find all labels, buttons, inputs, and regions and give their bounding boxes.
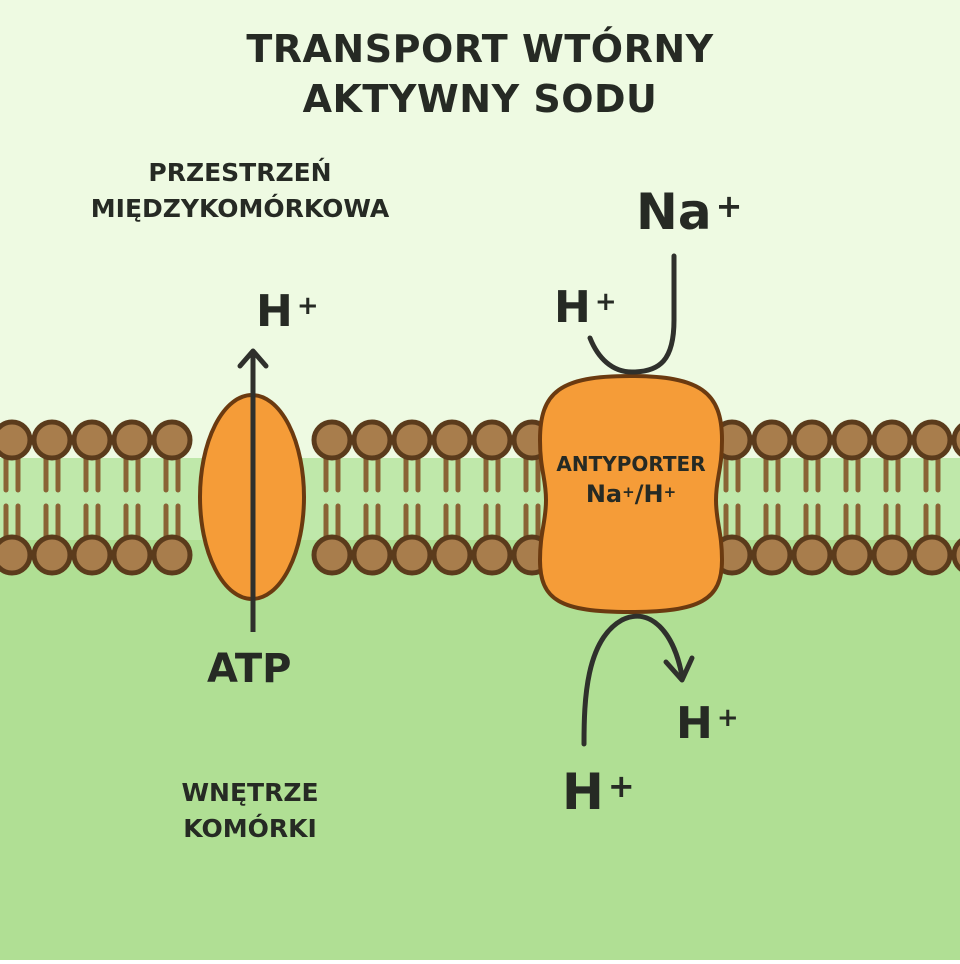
antiporter-protein [537,373,725,615]
formula-proton-charge: + [663,483,677,501]
ion-charge: + [715,187,743,225]
lipid-head-top [351,419,393,461]
ion-symbol: H [256,286,293,337]
lipid-head-top [311,419,353,461]
lipid-head-top [751,419,793,461]
sodium-entry-curve-icon [587,253,677,375]
lipid-head-top [151,419,193,461]
pump-proton-label: H+ [256,288,319,336]
lipid-head-top [831,419,873,461]
lipid-head-bottom [831,534,873,576]
lipid-head-bottom [871,534,913,576]
ion-charge: + [607,767,635,805]
title-line-2: AKTYWNY SODU [302,77,658,121]
lipid-head-top [0,419,33,461]
lipid-head-top [71,419,113,461]
lipid-head-top [871,419,913,461]
antiporter-formula: Na+/H+ [540,479,722,509]
ion-symbol: H [676,698,713,749]
proton-flow-curve-icon [581,613,685,747]
title-line-1: TRANSPORT WTÓRNY [246,27,714,71]
lipid-head-bottom [111,534,153,576]
lipid-head-bottom [431,534,473,576]
pump-arrow-icon [237,348,269,632]
lipid-head-top [391,419,433,461]
ion-charge: + [296,291,319,321]
lipid-head-bottom [471,534,513,576]
intracellular-label-line-1: WNĘTRZE [181,778,319,807]
lipid-head-bottom [71,534,113,576]
ion-charge: + [594,287,617,317]
lipid-head-bottom [751,534,793,576]
lipid-head-bottom [911,534,953,576]
extracellular-background [0,0,960,480]
proton-outside-label: H+ [554,284,617,332]
lipid-head-top [791,419,833,461]
membrane-hydrophobic-core [0,458,960,540]
proton-inside-source-label: H+ [562,767,635,817]
extracellular-label-line-1: PRZESTRZEŃ [148,158,332,187]
ion-symbol: Na [636,183,712,241]
lipid-head-top [471,419,513,461]
ion-symbol: H [562,763,604,821]
lipid-head-top [431,419,473,461]
diagram-title: TRANSPORT WTÓRNY AKTYWNY SODU [0,24,960,124]
sodium-outside-label: Na+ [636,187,743,237]
lipid-head-bottom [0,534,33,576]
lipid-head-top [951,423,960,457]
antiporter-name: ANTYPORTER [556,452,706,476]
lipid-head-top [111,419,153,461]
intracellular-label: WNĘTRZE KOMÓRKI [110,775,390,847]
intracellular-label-line-2: KOMÓRKI [183,814,317,843]
ion-symbol: H [554,282,591,333]
lipid-head-bottom [351,534,393,576]
extracellular-label-line-2: MIĘDZYKOMÓRKOWA [90,194,390,223]
lipid-head-bottom [151,534,193,576]
proton-inside-target-label: H+ [676,700,739,748]
formula-separator: / [634,480,644,508]
pump-arrow-head [237,348,269,369]
lipid-head-top [911,419,953,461]
extracellular-label: PRZESTRZEŃ MIĘDZYKOMÓRKOWA [50,155,430,227]
lipid-head-bottom [951,538,960,572]
atp-label: ATP [207,646,292,692]
lipid-head-bottom [791,534,833,576]
formula-proton: H [643,480,664,508]
proton-flow-arrowhead-icon [663,655,695,683]
formula-sodium: Na [585,480,623,508]
formula-sodium-charge: + [622,483,635,501]
antiporter-label: ANTYPORTER Na+/H+ [540,449,722,509]
lipid-head-top [31,419,73,461]
ion-charge: + [716,703,739,733]
lipid-head-bottom [31,534,73,576]
lipid-head-bottom [391,534,433,576]
lipid-head-bottom [311,534,353,576]
